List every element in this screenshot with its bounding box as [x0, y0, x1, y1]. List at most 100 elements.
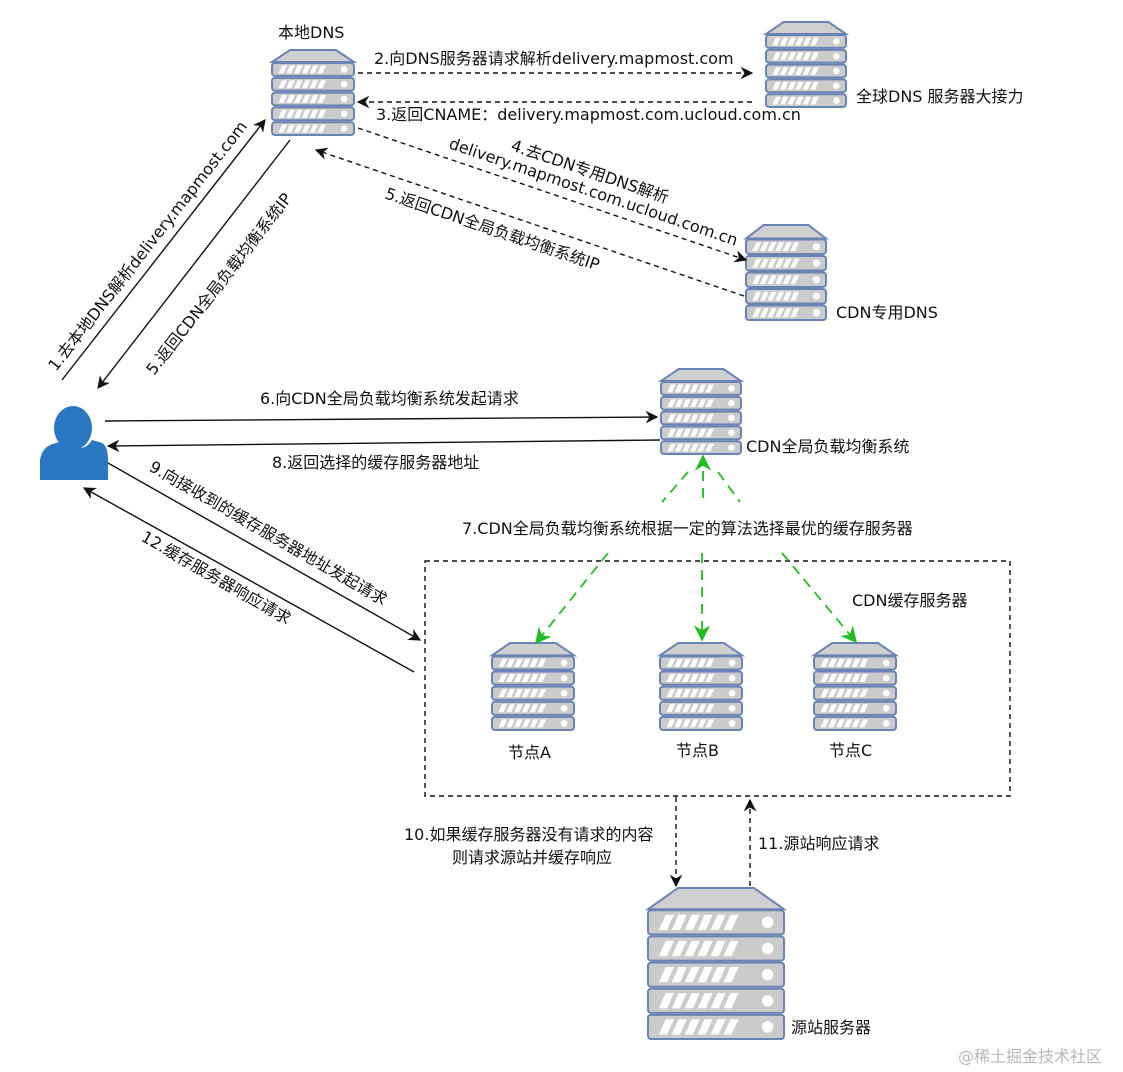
step3-label: 3.返回CNAME：delivery.mapmost.com.ucloud.co… [376, 105, 801, 124]
server-vent-slot [675, 384, 684, 393]
server-vent-slot [697, 428, 707, 437]
server-vent-slot [666, 704, 676, 713]
server-vent-slot [820, 658, 830, 667]
server-vent-slot [674, 704, 683, 713]
server-vent-slot [843, 658, 853, 667]
global-dns-label: 全球DNS 服务器大接力 [856, 87, 1024, 106]
step9-arrow [107, 462, 422, 641]
server-vent-slot [836, 704, 845, 713]
server-vent-slot [667, 399, 676, 408]
server-vent-slot [671, 940, 687, 957]
server-vent-slot [674, 719, 683, 728]
server-top-cap [743, 224, 829, 240]
server-vent-slot [514, 674, 523, 683]
step6-label: 6.向CDN全局负载均衡系统发起请求 [260, 389, 519, 408]
server-vent-slot [682, 428, 691, 437]
server-led [761, 995, 774, 1007]
server-vent-slot [286, 109, 295, 118]
server-vent-slot [697, 658, 707, 667]
server-vent-slot [767, 308, 777, 318]
server-led [882, 704, 890, 712]
server-led [728, 399, 735, 407]
server-vent-slot [309, 95, 319, 103]
server-vent-slot [802, 37, 812, 46]
server-vent-slot [682, 384, 691, 393]
user-icon [40, 406, 108, 480]
server-vent-slot [775, 242, 785, 252]
server-vent-slot [697, 914, 713, 930]
server-vent-slot [529, 658, 539, 667]
server-vent-slot [820, 704, 830, 713]
server-vent-slot [529, 704, 539, 713]
server-vent-slot [790, 242, 800, 252]
server-vent-slot [760, 242, 769, 252]
server-vent-slot [787, 52, 796, 61]
server-vent-slot [529, 689, 539, 698]
step7-green-left-top [661, 471, 689, 503]
server-vent-slot [790, 275, 800, 285]
server-vent-slot [697, 689, 707, 698]
server-vent-slot [684, 967, 700, 983]
server-top-cap [268, 49, 358, 64]
step7-arrow-node-a [534, 552, 609, 645]
server-vent-slot [752, 308, 762, 318]
server-vent-slot [705, 414, 714, 422]
server-vent-slot [506, 658, 515, 667]
server-vent-slot [317, 124, 326, 133]
server-led [728, 429, 735, 437]
server-vent-slot [843, 704, 853, 713]
step1-arrow [61, 119, 266, 381]
server-top-cap [810, 642, 900, 657]
server-vent-slot [705, 704, 715, 713]
server-vent-slot [705, 674, 715, 683]
server-vent-slot [301, 80, 311, 89]
step7-label: 7.CDN全局负载均衡系统根据一定的算法选择最优的缓存服务器 [462, 519, 913, 538]
server-vent-slot [697, 443, 707, 452]
server-vent-slot [836, 689, 845, 698]
server-vent-slot [851, 719, 861, 728]
server-vent-slot [752, 275, 762, 285]
step2-label: 2.向DNS服务器请求解析delivery.mapmost.com [374, 49, 734, 68]
server-led [340, 95, 348, 103]
server-vent-slot [684, 1019, 700, 1035]
server-led [560, 704, 568, 712]
step9-label: 9.向接收到的缓存服务器地址发起请求 [146, 457, 390, 609]
server-vent-slot [710, 993, 726, 1009]
server-vent-slot [710, 914, 726, 930]
server-led [833, 82, 840, 90]
server-vent-slot [775, 258, 785, 268]
server-vent-slot [278, 65, 287, 74]
server-vent-slot [294, 95, 303, 103]
server-vent-slot [658, 914, 674, 930]
server-vent-slot [760, 258, 769, 268]
server-top-cap [644, 887, 788, 911]
server-led [340, 66, 348, 73]
server-vent-slot [671, 967, 687, 983]
server-vent-slot [697, 940, 713, 957]
origin-label: 源站服务器 [791, 1018, 871, 1037]
server-vent-slot [723, 940, 739, 957]
server-top-cap [488, 642, 578, 657]
server-vent-slot [802, 81, 812, 90]
server-vent-slot [772, 81, 781, 90]
server-led [761, 968, 774, 981]
server-vent-slot [780, 96, 789, 105]
server-led [728, 444, 735, 451]
server-vent-slot [810, 52, 819, 61]
server-vent-slot [286, 95, 295, 103]
server-vent-slot [506, 674, 515, 683]
server-vent-slot [682, 443, 691, 452]
server-led [882, 689, 890, 697]
server-vent-slot [286, 80, 295, 89]
server-vent-slot [843, 689, 853, 698]
server-led [882, 720, 890, 727]
server-vent-slot [674, 689, 683, 698]
server-vent-slot [697, 674, 707, 683]
server-vent-slot [309, 80, 319, 89]
server-vent-slot [760, 291, 769, 301]
server-vent-slot [278, 95, 287, 103]
server-vent-slot [294, 124, 303, 133]
server-vent-slot [690, 384, 699, 393]
server-vent-slot [710, 940, 726, 957]
server-led [833, 67, 840, 75]
